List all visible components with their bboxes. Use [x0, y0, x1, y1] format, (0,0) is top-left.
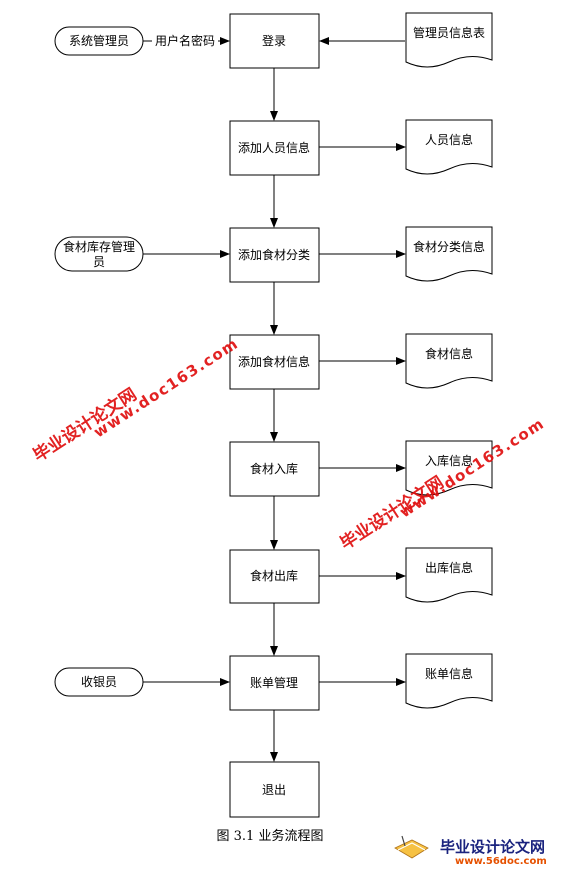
process-stock-out: 食材出库	[229, 549, 320, 604]
watermark-1-url-text: www.doc163.com	[90, 334, 242, 441]
document-bill-label: 账单信息	[425, 666, 473, 681]
document-stock-out: 出库信息	[405, 547, 493, 603]
process-billing-label: 账单管理	[250, 675, 298, 690]
document-stock-in: 入库信息	[405, 440, 493, 496]
document-stock-in-label: 入库信息	[425, 453, 473, 468]
document-category-label: 食材分类信息	[413, 239, 485, 254]
edge-label-credentials-text: 用户名密码	[155, 33, 215, 48]
connectors	[143, 37, 406, 762]
process-add-category-label: 添加食材分类	[238, 247, 310, 262]
process-login: 登录	[229, 13, 320, 69]
document-bill: 账单信息	[405, 653, 493, 709]
document-category: 食材分类信息	[405, 226, 493, 282]
actor-cashier-label: 收银员	[81, 675, 117, 689]
actor-inventory-manager-label-1: 食材库存管理	[63, 239, 135, 254]
process-stock-in-label: 食材入库	[250, 461, 298, 476]
watermark-1-url: www.doc163.com	[90, 334, 242, 441]
document-admin-table: 管理员信息表	[405, 12, 493, 68]
document-stock-out-label: 出库信息	[425, 560, 473, 575]
document-personnel: 人员信息	[405, 119, 493, 175]
actor-admin-label: 系统管理员	[69, 33, 129, 48]
process-add-personnel: 添加人员信息	[229, 120, 320, 176]
process-add-ingredient-label: 添加食材信息	[238, 354, 310, 369]
figure-caption: 图 3.1 业务流程图	[217, 828, 324, 844]
edge-label-credentials: 用户名密码	[152, 33, 218, 49]
process-stock-in: 食材入库	[229, 441, 320, 497]
process-add-ingredient: 添加食材信息	[229, 334, 320, 390]
actor-admin: 系统管理员	[54, 26, 144, 56]
actor-inventory-manager: 食材库存管理 员	[54, 236, 144, 272]
document-ingredient: 食材信息	[405, 333, 493, 389]
footer-logo: 毕业设计论文网 www.56doc.com	[394, 835, 547, 867]
actor-cashier: 收银员	[54, 667, 144, 697]
process-exit-label: 退出	[262, 783, 286, 797]
process-add-category: 添加食材分类	[229, 227, 320, 283]
document-ingredient-label: 食材信息	[425, 346, 473, 361]
footer-site-name: 毕业设计论文网	[440, 838, 545, 856]
process-billing: 账单管理	[229, 655, 320, 711]
process-login-label: 登录	[262, 33, 286, 48]
document-admin-table-label: 管理员信息表	[413, 25, 485, 40]
footer-url: www.56doc.com	[455, 856, 547, 867]
process-add-personnel-label: 添加人员信息	[238, 140, 310, 155]
process-exit: 退出	[229, 761, 320, 818]
actor-inventory-manager-label-2: 员	[93, 255, 105, 269]
document-personnel-label: 人员信息	[425, 132, 473, 147]
book-logo-icon	[394, 835, 429, 859]
process-stock-out-label: 食材出库	[250, 568, 298, 583]
